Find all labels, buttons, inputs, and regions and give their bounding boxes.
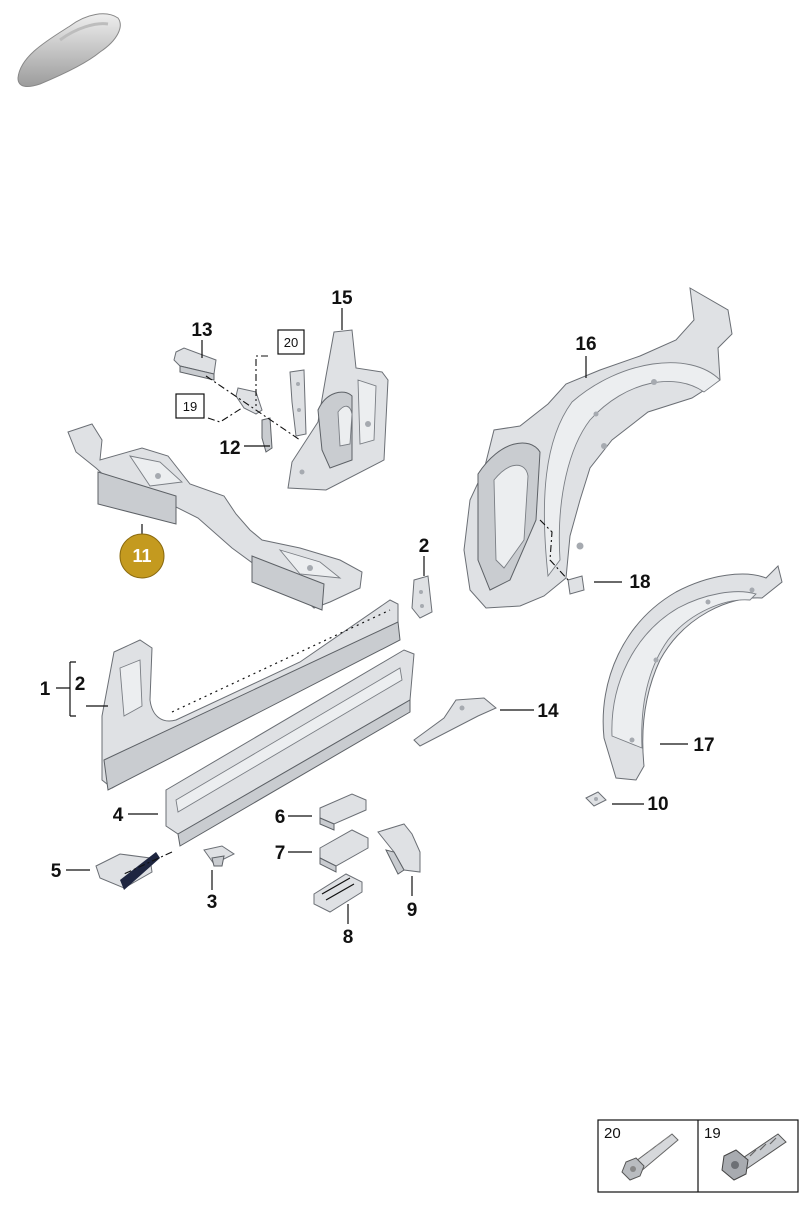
part-3-bracket[interactable] [203,845,235,867]
label-3[interactable]: 3 [207,892,218,913]
bolt-icon[interactable] [621,1133,679,1181]
ref-box-20[interactable]: 20 [277,329,305,355]
label-10[interactable]: 10 [647,794,668,815]
part-inner-rocker[interactable] [165,649,415,847]
screw-icon[interactable] [721,1133,787,1181]
part-rear-quarter-inner[interactable] [463,287,733,609]
part-12-bracket[interactable] [235,369,307,453]
key-label-20: 20 [604,1125,621,1142]
label-16[interactable]: 16 [575,334,596,355]
part-10-clip[interactable] [585,791,607,807]
selected-part-marker[interactable]: 11 [119,533,165,579]
car-thumbnail-icon[interactable] [17,13,121,87]
part-18-clip[interactable] [567,575,585,595]
label-7[interactable]: 7 [275,843,286,864]
label-2-lower[interactable]: 2 [75,674,86,695]
part-8-pad[interactable] [313,873,363,913]
part-14-gusset[interactable] [413,697,497,747]
part-9-plate[interactable] [377,823,421,875]
ref-label-19: 19 [183,399,197,414]
fastener-key: 20 19 [597,1119,799,1193]
label-15[interactable]: 15 [331,288,353,309]
part-wheel-arch-liner[interactable] [602,565,783,781]
label-18[interactable]: 18 [629,572,650,593]
leader-lines [56,308,688,924]
part-5-end-piece[interactable] [95,852,160,890]
part-a-pillar-inner[interactable] [287,329,389,491]
selected-part-label: 11 [132,546,151,566]
ref-label-20: 20 [284,335,298,350]
part-front-crossmember[interactable] [67,423,363,611]
assembly-lines [123,355,571,875]
label-6[interactable]: 6 [275,807,286,828]
callout-labels: 15 13 12 16 2 18 1 2 14 17 10 4 5 3 6 7 … [40,288,715,948]
label-17[interactable]: 17 [693,735,714,756]
label-8[interactable]: 8 [343,927,354,948]
part-13-block[interactable] [173,347,217,381]
part-6-pad[interactable] [319,793,367,831]
label-14[interactable]: 14 [537,701,559,722]
part-2-bracket[interactable] [411,575,433,619]
key-label-19: 19 [704,1125,721,1142]
label-12[interactable]: 12 [219,438,240,459]
part-7-pad[interactable] [319,829,369,873]
part-side-sill-panel[interactable] [101,599,401,791]
label-13[interactable]: 13 [191,320,212,341]
label-9[interactable]: 9 [407,900,418,921]
label-4[interactable]: 4 [113,805,124,826]
label-5[interactable]: 5 [51,861,62,882]
label-1[interactable]: 1 [40,679,51,700]
ref-box-19[interactable]: 19 [175,393,205,419]
label-2-upper[interactable]: 2 [419,536,430,557]
